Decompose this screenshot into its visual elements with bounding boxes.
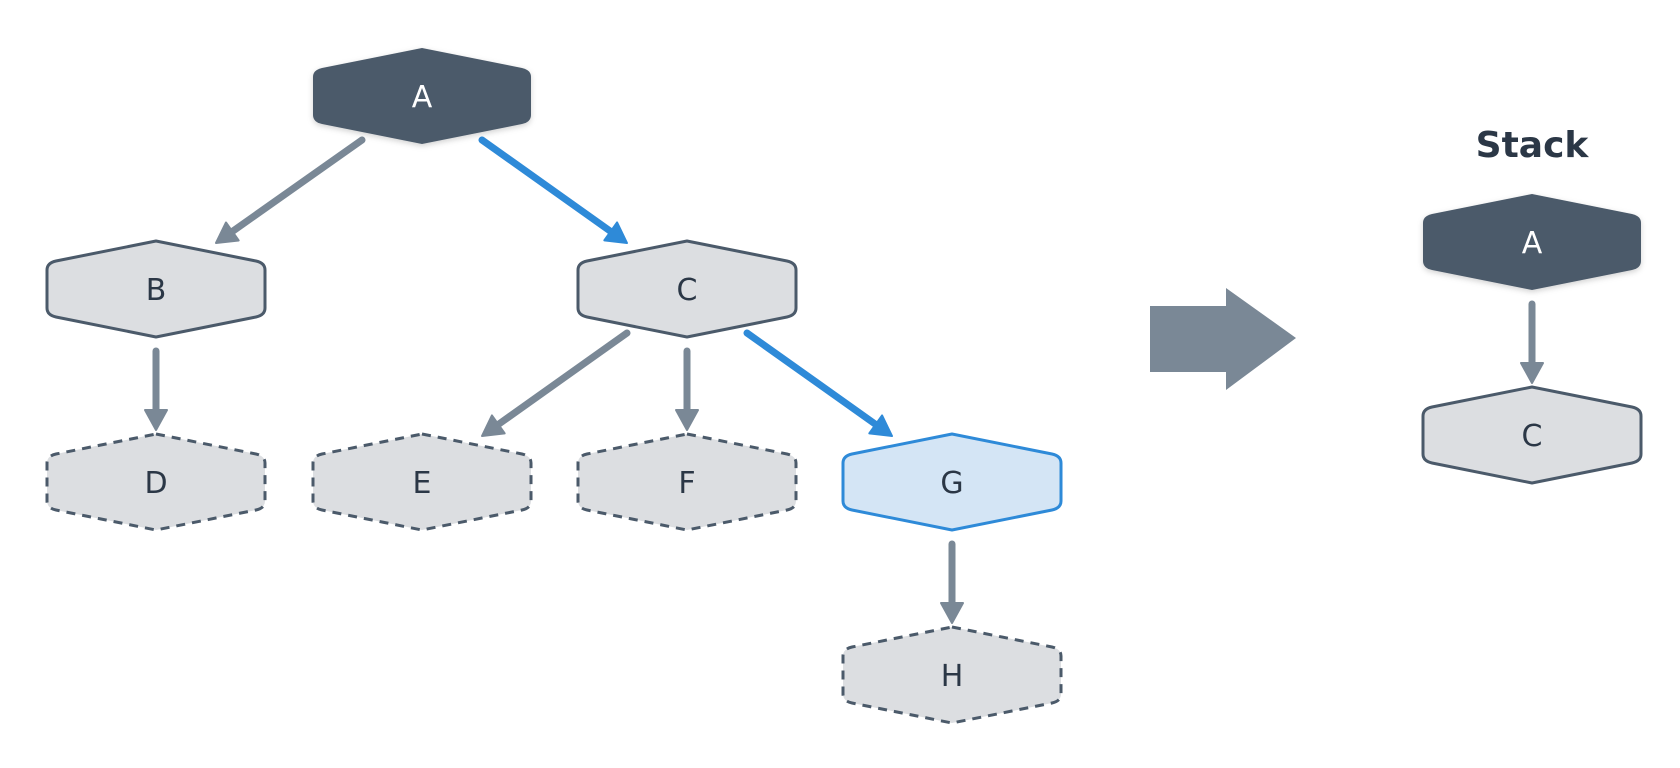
node-H-label: H — [941, 659, 964, 694]
edge-A-B — [215, 136, 366, 244]
stack-item-C: C — [1421, 385, 1643, 485]
node-B: B — [45, 239, 267, 339]
edge-A-C — [478, 136, 628, 244]
node-H: H — [841, 625, 1063, 725]
edge-C-F — [675, 347, 699, 431]
node-G-label: G — [940, 466, 963, 501]
node-F: F — [576, 432, 798, 532]
transition-arrow-icon — [1150, 288, 1296, 390]
tree-edges — [144, 136, 964, 624]
edge-G-H — [940, 540, 964, 624]
node-E: E — [311, 432, 533, 532]
node-C: C — [576, 239, 798, 339]
node-C-label: C — [677, 273, 698, 308]
node-A-label: A — [412, 80, 433, 115]
node-G: G — [841, 432, 1063, 532]
node-D: D — [45, 432, 267, 532]
stack-edges — [1520, 300, 1544, 384]
node-F-label: F — [678, 466, 695, 501]
stack-item-A-label: A — [1522, 226, 1543, 261]
node-E-label: E — [413, 466, 432, 501]
stack-title: Stack — [1476, 125, 1590, 166]
stack-edge-A-C — [1520, 300, 1544, 384]
stack-panel: Stack A C — [1421, 125, 1643, 485]
node-A: A — [313, 48, 531, 144]
node-B-label: B — [146, 273, 167, 308]
stack-item-C-label: C — [1522, 419, 1543, 454]
node-D-label: D — [144, 466, 167, 501]
edge-C-E — [481, 329, 631, 437]
stack-item-A: A — [1423, 194, 1641, 290]
edge-B-D — [144, 347, 168, 431]
edge-C-G — [743, 329, 893, 437]
tree-nodes: A B C D E F G H — [45, 48, 1063, 725]
